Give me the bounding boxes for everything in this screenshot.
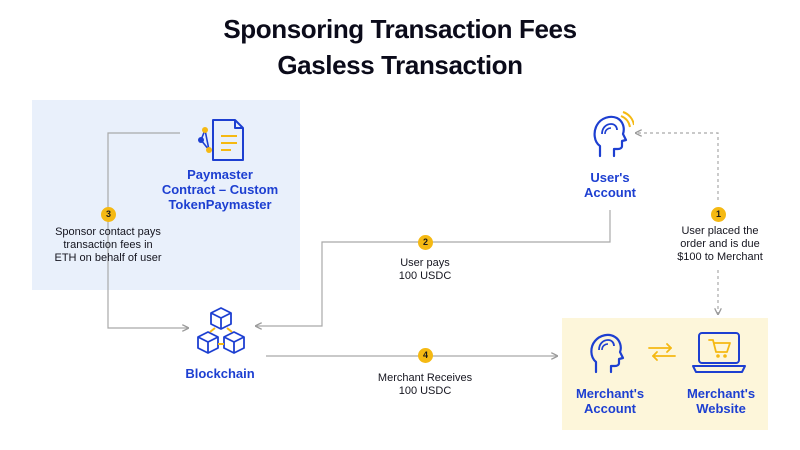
user-account-label-line-2: Account <box>584 185 636 200</box>
blockchain-cubes-icon <box>197 307 245 354</box>
merchant-website-label-line-2: Website <box>696 401 746 416</box>
step-4-text-line-2: 100 USDC <box>398 385 452 397</box>
step-2-text: User pays 100 USDC <box>370 257 480 283</box>
shopping-cart-laptop-icon <box>692 332 746 373</box>
contract-document-icon <box>198 119 244 161</box>
merchant-account-label-line-1: Merchant's <box>575 386 645 401</box>
step-4-badge: 4 <box>418 348 433 363</box>
step-2-badge: 2 <box>418 235 433 250</box>
connector-user-to-blockchain <box>256 210 611 326</box>
step-2-text-line-2: 100 USDC <box>398 270 452 282</box>
step-1-text: User placed the order and is due $100 to… <box>665 225 775 264</box>
diagram-title-line-1: Sponsoring Transaction Fees <box>223 14 577 44</box>
connector-paymaster-to-blockchain <box>107 132 188 328</box>
step-4-text: Merchant Receives 100 USDC <box>360 372 490 398</box>
merchant-account-label-line-2: Account <box>584 401 636 416</box>
paymaster-label-line-1: Paymaster <box>187 167 253 182</box>
step-3-text-line-3: ETH on behalf of user <box>54 252 162 264</box>
step-3-text-line-2: transaction fees in <box>63 239 153 251</box>
step-1-text-line-2: order and is due <box>680 238 760 250</box>
exchange-arrows-icon <box>648 343 676 361</box>
step-1-badge: 1 <box>711 207 726 222</box>
user-head-icon <box>593 111 634 158</box>
paymaster-label-line-2: Contract – Custom <box>161 182 279 197</box>
step-2-text-line-1: User pays <box>400 257 450 269</box>
step-3-text: Sponsor contact pays transaction fees in… <box>36 226 180 265</box>
step-3-badge: 3 <box>101 207 116 222</box>
paymaster-label-line-3: TokenPaymaster <box>168 197 272 212</box>
diagram-title-line-2: Gasless Transaction <box>277 50 523 80</box>
merchant-panel <box>562 318 768 430</box>
paymaster-label: Paymaster Contract – Custom TokenPaymast… <box>150 167 290 212</box>
connector-order-dashed-top <box>636 133 719 200</box>
merchant-website-label: Merchant's Website <box>675 386 767 416</box>
step-1-text-line-3: $100 to Merchant <box>677 251 763 263</box>
user-account-label-line-1: User's <box>590 170 630 185</box>
step-4-text-line-1: Merchant Receives <box>377 372 473 384</box>
merchant-account-label: Merchant's Account <box>565 386 655 416</box>
user-account-label: User's Account <box>560 170 660 200</box>
step-1-text-line-1: User placed the <box>681 225 759 237</box>
blockchain-label: Blockchain <box>185 366 255 381</box>
sponsor-panel <box>32 100 300 290</box>
merchant-head-icon <box>590 333 625 374</box>
merchant-website-label-line-1: Merchant's <box>686 386 756 401</box>
step-3-text-line-1: Sponsor contact pays <box>55 226 161 238</box>
